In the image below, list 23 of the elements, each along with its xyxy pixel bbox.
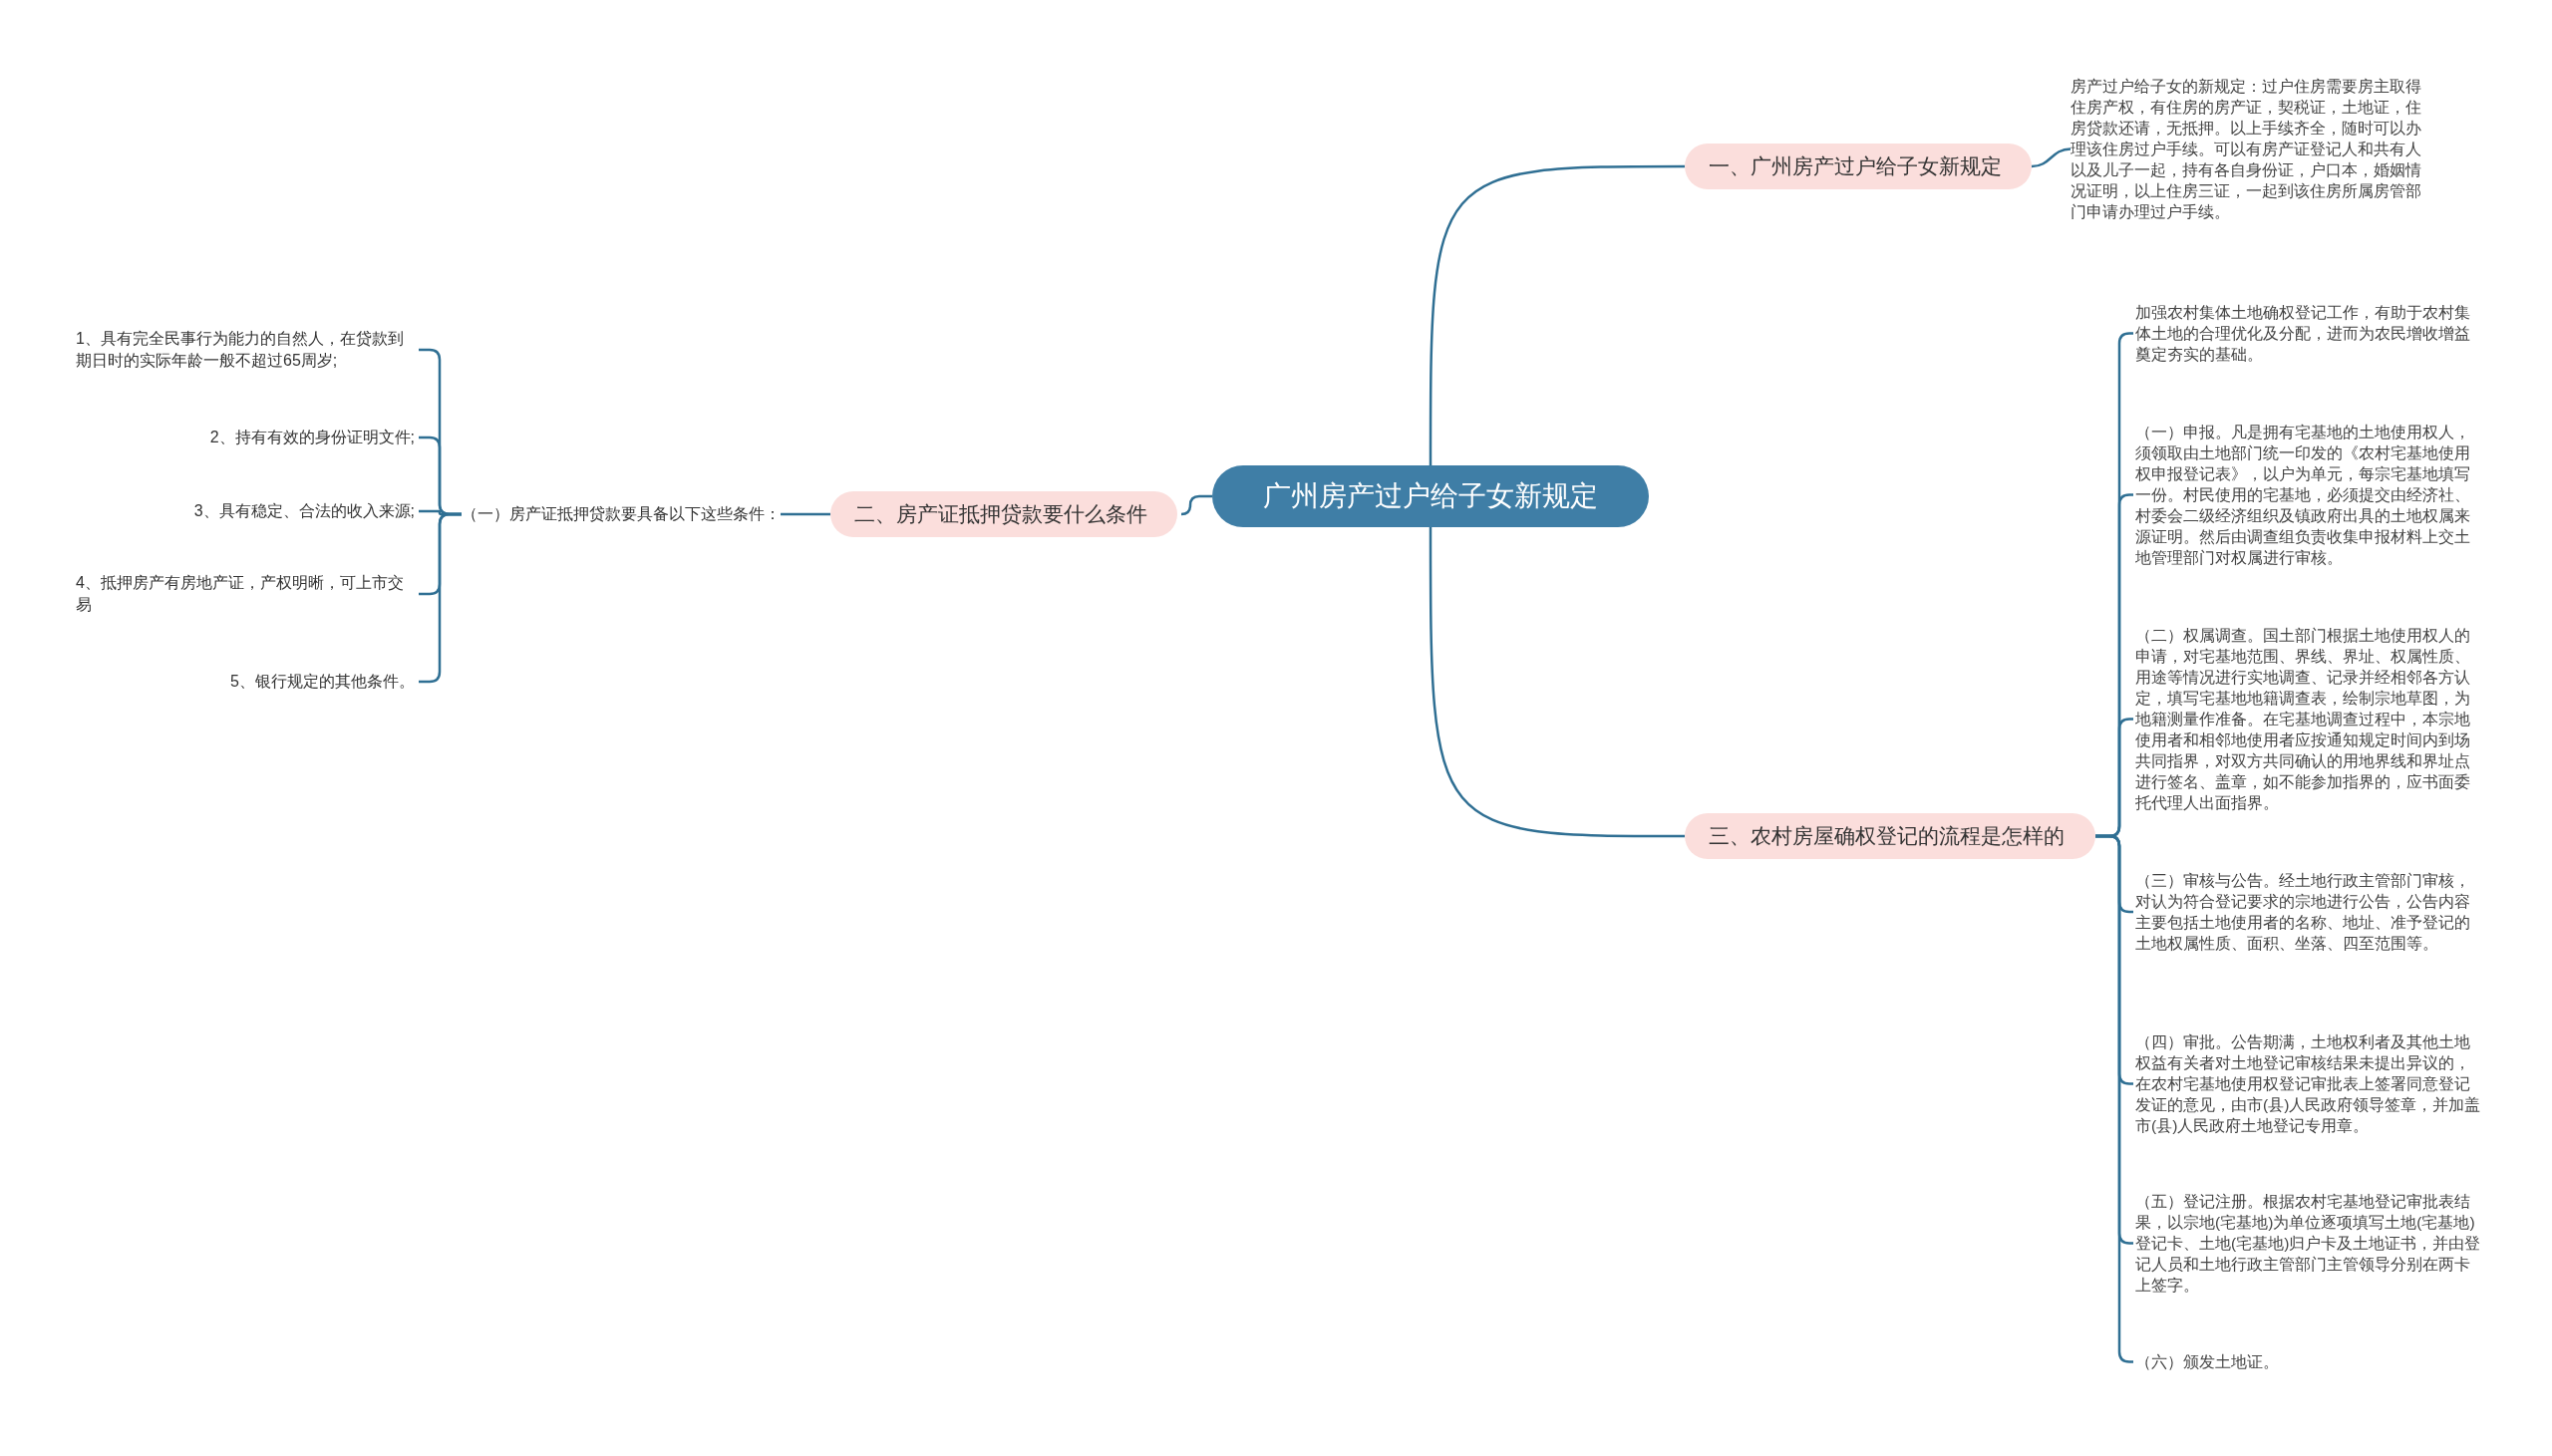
topic-pill: 一、广州房产过户给子女新规定 bbox=[1685, 144, 2032, 189]
connector-line bbox=[1429, 164, 1685, 465]
list-item-text: 4、抵押房产有房地产证，产权明晰，可上市交易 bbox=[76, 572, 415, 616]
note-text: 加强农村集体土地确权登记工作，有助于农村集体土地的合理优化及分配，进而为农民增收增益奠定夯实的基础。 bbox=[2135, 302, 2482, 365]
note-text: （一）申报。凡是拥有宅基地的土地使用权人，须领取由土地部门统一印发的《农村宅基地使用权申报登记表》，以户为单元，每宗宅基地填写一份。村民使用的宅基地，必须提交由经济社、村委会二级经济组织及镇政府出具的土地权属来源证明。然后由调查组负责收集申报材料上交土地管理部门对权属进行审核。 bbox=[2135, 422, 2482, 568]
note-text: 房产过户给子女的新规定：过户住房需要房主取得住房产权，有住房的房产证，契税证，土地证，住房贷款还请，无抵押。以上手续齐全，随时可以办理该住房过户手续。可以有房产证登记人和共有人以及儿子一起，持有各自身份证，户口本，婚姻情况证明，以上住房三证，一起到该住房所属房管部门申请办理过户手续。 bbox=[2071, 76, 2421, 222]
subtopic-text: （一）房产证抵押贷款要具备以下这些条件： bbox=[462, 503, 781, 525]
connector-line bbox=[2031, 147, 2072, 168]
note-text: （三）审核与公告。经土地行政主管部门审核，对认为符合登记要求的宗地进行公告，公告内容主要包括土地使用者的名称、地址、准予登记的土地权属性质、面积、坐落、四至范围等。 bbox=[2135, 870, 2482, 954]
note-text: （五）登记注册。根据农村宅基地登记审批表结果，以宗地(宅基地)为单位逐项填写土地(宅基地)登记卡、土地(宅基地)归户卡及土地证书，并由登记人员和土地行政主管部门主管领导分别在两卡上签字。 bbox=[2135, 1191, 2482, 1296]
list-item-text: 1、具有完全民事行为能力的自然人，在贷款到期日时的实际年龄一般不超过65周岁; bbox=[76, 328, 415, 372]
connector-line bbox=[1429, 527, 1685, 838]
connector-line bbox=[1179, 494, 1212, 516]
note-text: （六）颁发土地证。 bbox=[2135, 1351, 2482, 1372]
connector-line bbox=[781, 512, 830, 516]
central-topic: 广州房产过户给子女新规定 bbox=[1212, 465, 1649, 527]
topic-pill: 二、房产证抵押贷款要什么条件 bbox=[830, 491, 1177, 537]
list-item-text: 3、具有稳定、合法的收入来源; bbox=[193, 500, 415, 522]
note-text: （四）审批。公告期满，土地权利者及其他土地权益有关者对土地登记审核结果未提出异议的，在农村宅基地使用权登记审批表上签署同意登记发证的意见，由市(县)人民政府领导签章，并加盖市(县)人民政府土地登记专用章。 bbox=[2135, 1031, 2482, 1136]
list-item-text: 5、银行规定的其他条件。 bbox=[230, 671, 415, 693]
topic-pill: 三、农村房屋确权登记的流程是怎样的 bbox=[1685, 813, 2095, 859]
list-item-text: 2、持有有效的身份证明文件; bbox=[209, 427, 415, 448]
note-text: （二）权属调查。国土部门根据土地使用权人的申请，对宅基地范围、界线、界址、权属性质、用途等情况进行实地调查、记录并经相邻各方认定，填写宅基地地籍调查表，绘制宗地草图，为地籍测量作准备。在宅基地调查过程中，本宗地使用者和相邻地使用者应按通知规定时间内到场共同指界，对双方共同确认的用地界线和界址点进行签名、盖章，如不能参加指界的，应书面委托代理人出面指界。 bbox=[2135, 625, 2482, 813]
